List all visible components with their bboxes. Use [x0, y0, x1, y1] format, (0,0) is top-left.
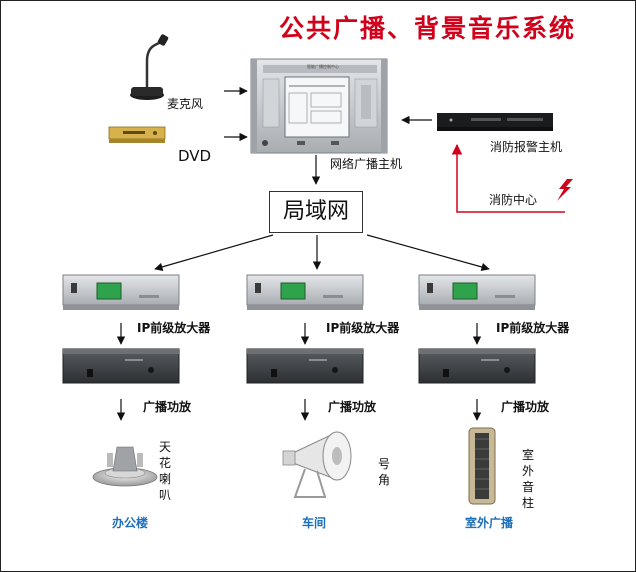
fire-bolt-icon — [557, 179, 573, 201]
amplifier-icon — [62, 348, 180, 384]
zone-label: 办公楼 — [112, 516, 149, 530]
speaker-label: 室外音柱 — [521, 448, 534, 510]
fire-center-to-alarm-line — [451, 143, 565, 213]
speaker-label: 号角 — [377, 457, 390, 487]
dvd-label: DVD — [178, 147, 212, 165]
ceiling-speaker-icon — [92, 446, 158, 487]
amplifier-icon — [418, 348, 536, 384]
dvd-player-icon — [108, 126, 166, 143]
fire-center-label: 消防中心 — [489, 193, 538, 207]
page-title: 公共广播、背景音乐系统 — [279, 14, 577, 43]
speaker-label: 天花喇叭 — [158, 440, 171, 502]
fire-alarm-host-label: 消防报警主机 — [490, 140, 563, 154]
column-speaker-icon — [468, 427, 496, 505]
ip-preamp-icon — [246, 274, 364, 310]
lan-to-preamp-3-arrow — [366, 234, 490, 272]
ip-preamp-icon — [62, 274, 180, 310]
microphone-icon — [130, 34, 169, 100]
amplifier-label: 广播功放 — [328, 400, 377, 414]
horn-speaker-icon — [282, 431, 352, 498]
microphone-label: 麦克风 — [167, 97, 204, 111]
preamp-label: IP前级放大器 — [137, 321, 211, 335]
preamp-label: IP前级放大器 — [326, 321, 400, 335]
fire-alarm-host-icon — [437, 113, 553, 131]
host-screen-text: 智能广播控制中心 — [307, 63, 339, 69]
lan-node: 局域网 — [269, 191, 363, 233]
zone-label: 室外广播 — [465, 516, 514, 530]
host-label: 网络广播主机 — [330, 157, 403, 171]
lan-to-preamp-1-arrow — [154, 234, 274, 271]
network-broadcast-host-icon — [250, 58, 388, 154]
ip-preamp-icon — [418, 274, 536, 310]
amplifier-label: 广播功放 — [143, 400, 192, 414]
amplifier-label: 广播功放 — [501, 400, 550, 414]
amplifier-icon — [246, 348, 364, 384]
zone-label: 车间 — [302, 516, 327, 530]
preamp-label: IP前级放大器 — [496, 321, 570, 335]
